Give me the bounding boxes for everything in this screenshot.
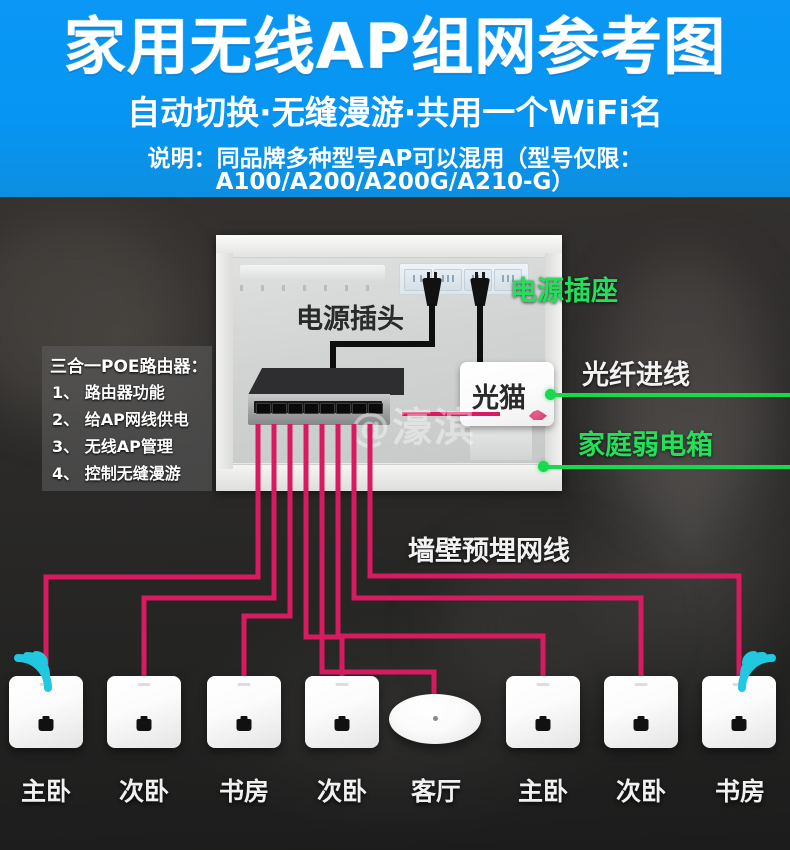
plug-cord-modem	[477, 304, 483, 364]
leader-line-fiber	[552, 393, 790, 397]
plug-cord-router-horizontal	[330, 341, 435, 347]
power-plug-modem	[470, 272, 490, 306]
device-label-2: 次卧	[118, 777, 169, 806]
power-plug-router	[422, 272, 442, 306]
label-wall-cable: 墙壁预埋网线	[408, 536, 570, 567]
label-fiber-in: 光纤进线	[582, 360, 690, 391]
leader-line-box	[545, 465, 790, 469]
ap-led-indicator	[634, 683, 648, 686]
ap-rj45-jack	[731, 716, 747, 731]
ap-led-indicator	[137, 683, 151, 686]
ap-rj45-jack	[236, 716, 252, 731]
leader-dot-fiber	[545, 389, 556, 400]
socket-4	[494, 269, 522, 291]
wall-ap-device-3	[207, 676, 281, 748]
info-box-item-2: 2、 给AP网线供电	[52, 410, 189, 429]
cabinet-left-post	[216, 253, 233, 469]
device-label-6: 主卧	[517, 777, 568, 806]
device-label-5: 客厅	[410, 777, 461, 806]
device-label-3: 书房	[218, 777, 269, 806]
modem-brand-logo	[529, 410, 547, 420]
background-blur-center	[440, 547, 650, 697]
ap-rj45-jack	[136, 716, 152, 731]
cabinet-top-rail	[216, 235, 562, 258]
wall-ap-device-6	[506, 676, 580, 748]
wall-ap-device-7	[604, 676, 678, 748]
device-label-4: 次卧	[316, 777, 367, 806]
router-port-3	[288, 403, 303, 414]
din-rail	[240, 265, 385, 281]
router-port-4	[304, 403, 319, 414]
router-port-1	[256, 403, 271, 414]
router-port-8	[368, 403, 383, 414]
ceiling-ap-led	[433, 716, 438, 721]
plug-cord-router-vertical	[429, 304, 435, 346]
router-top-face	[248, 368, 404, 395]
info-box-item-4: 4、 控制无缝漫游	[52, 464, 181, 483]
page-subtitle: 自动切换·无缝漫游·共用一个WiFi名	[127, 93, 663, 132]
uplink-cable-to-modem	[402, 412, 500, 416]
header-banner: 家用无线AP组网参考图 自动切换·无缝漫游·共用一个WiFi名 说明：同品牌多种…	[0, 0, 790, 197]
ap-led-indicator	[237, 683, 251, 686]
info-box-item-1: 1、 路由器功能	[52, 383, 165, 402]
poe-router-switch	[248, 368, 404, 425]
wifi-signal-icon-right	[738, 651, 776, 692]
cabinet-bottom-rail	[216, 464, 562, 491]
ceiling-ap-device-5	[389, 694, 481, 750]
info-box-poe-router: 三合一POE路由器： 1、 路由器功能 2、 给AP网线供电 3、 无线AP管理…	[42, 346, 212, 491]
ap-rj45-jack	[334, 716, 350, 731]
label-power-plug: 电源插头	[296, 304, 404, 335]
info-box-title: 三合一POE路由器：	[50, 357, 208, 377]
ap-led-indicator	[536, 683, 550, 686]
router-port-7	[352, 403, 367, 414]
header-note: 说明：同品牌多种型号AP可以混用（型号仅限：A100/A200/A200G/A2…	[147, 146, 643, 195]
ap-led-indicator	[335, 683, 349, 686]
router-port-5	[320, 403, 335, 414]
watermark: @濠滨	[350, 405, 476, 451]
wall-ap-device-2	[107, 676, 181, 748]
router-port-2	[272, 403, 287, 414]
device-label-1: 主卧	[20, 777, 71, 806]
router-port-6	[336, 403, 351, 414]
info-box-item-3: 3、 无线AP管理	[52, 437, 173, 456]
label-weak-current-box: 家庭弱电箱	[578, 430, 713, 461]
modem-stand	[470, 426, 532, 460]
device-label-7: 次卧	[615, 777, 666, 806]
ap-rj45-jack	[633, 716, 649, 731]
device-label-8: 书房	[714, 777, 765, 806]
plug-cord-router-drop	[330, 341, 336, 369]
label-optical-modem: 光猫	[472, 383, 526, 414]
wall-ap-device-4	[305, 676, 379, 748]
din-rail-clips	[240, 285, 385, 291]
ap-rj45-jack	[535, 716, 551, 731]
label-power-socket: 电源插座	[510, 276, 618, 307]
page-title: 家用无线AP组网参考图	[63, 10, 727, 83]
wifi-signal-icon-left	[14, 651, 52, 692]
ap-rj45-jack	[38, 716, 54, 731]
